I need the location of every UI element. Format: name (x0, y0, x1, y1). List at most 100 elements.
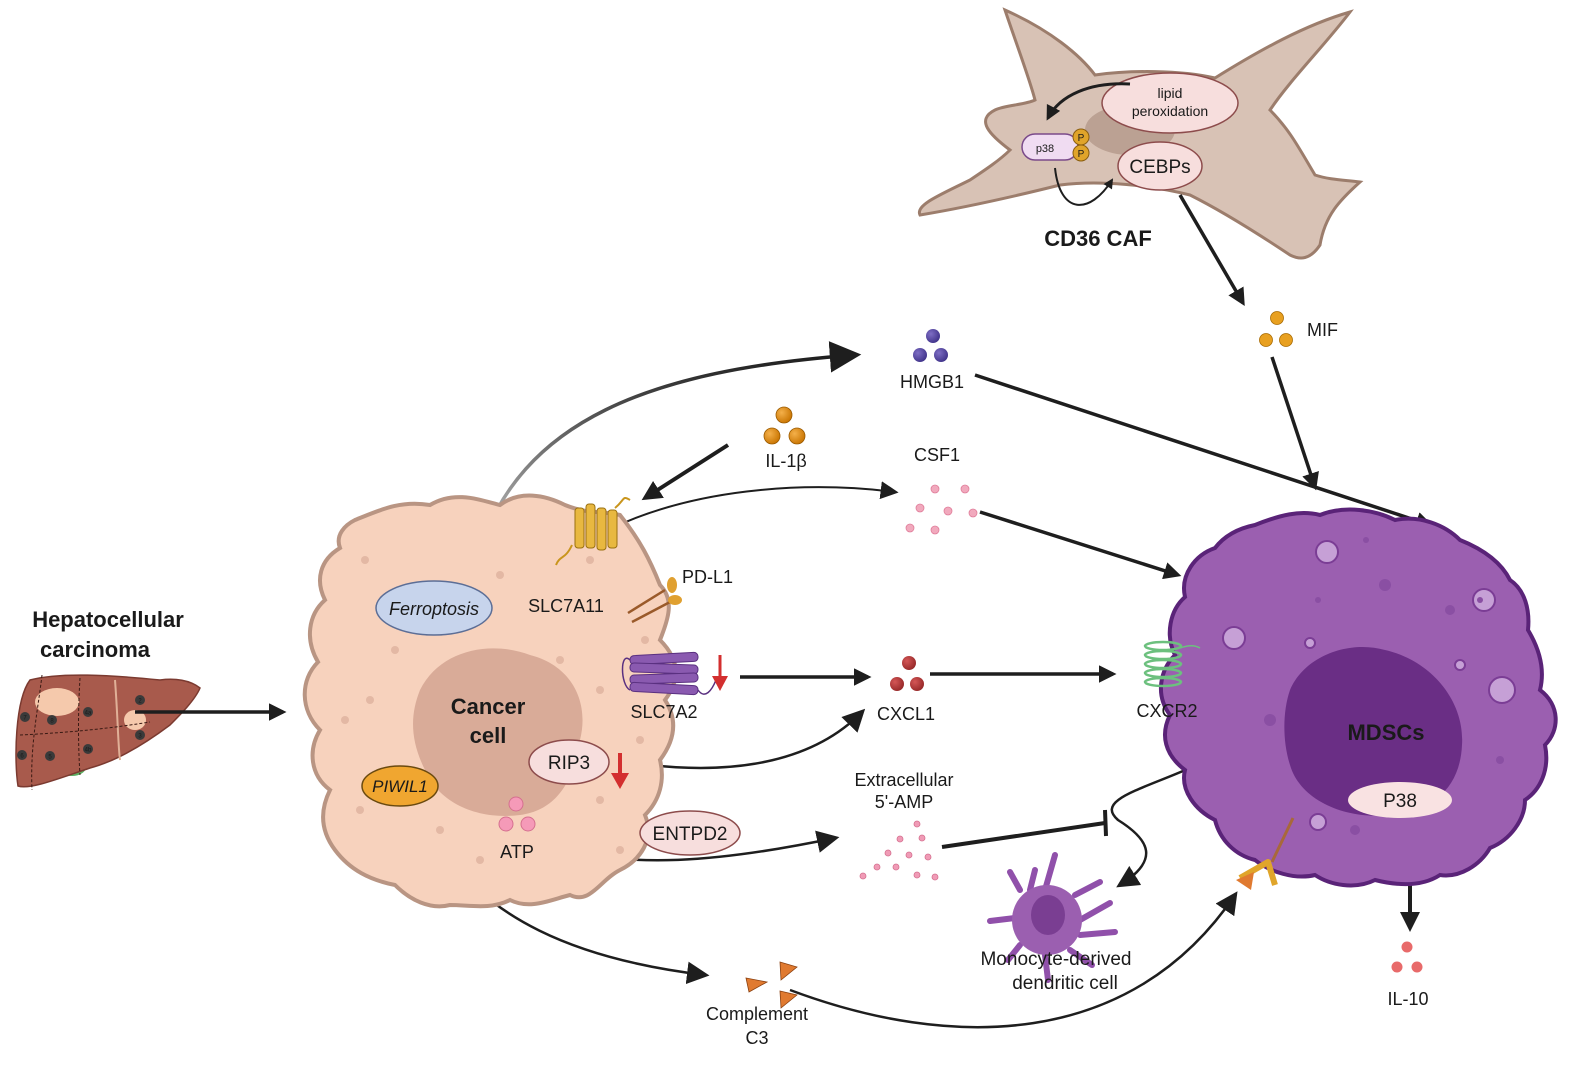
ferroptosis-label: Ferroptosis (389, 599, 479, 619)
arrow-caf-to-mif (1178, 194, 1245, 307)
modc-label-1: Monocyte-derived (980, 949, 1131, 970)
arrow-hmgb1-to-mdsc (974, 373, 1434, 529)
vesicle (1472, 588, 1496, 612)
entpd2-node (639, 810, 741, 856)
cebps-label: CEBPs (1129, 157, 1190, 178)
monocyte-derived-dendritic-cell (987, 852, 1118, 983)
arrow-lipid-to-p38 (1046, 82, 1131, 121)
mdsc-label: MDSCs (1347, 720, 1424, 745)
granule (436, 826, 444, 834)
liver-segment-label: 4b (85, 748, 92, 754)
p38-caf-label: p38 (1036, 143, 1054, 155)
atp-label: ATP (500, 842, 534, 862)
arrow-c3-to-receptor (789, 891, 1238, 1029)
granule (616, 846, 624, 854)
entpd2-label: ENTPD2 (653, 824, 728, 845)
arrow-mdsc-to-modc (1110, 766, 1191, 888)
vesicle (1496, 756, 1504, 764)
liver-segment-label: 2 (138, 699, 142, 705)
liver-ligament (114, 679, 121, 761)
granule (586, 556, 594, 564)
granule (476, 856, 484, 864)
il10-label: IL-10 (1387, 989, 1428, 1009)
lipid-peroxidation-node (1101, 72, 1239, 134)
atp-molecules (498, 796, 536, 832)
csf1-label: CSF1 (914, 445, 960, 465)
down-arrow-rip3 (611, 753, 629, 789)
mdsc-nucleus (1284, 646, 1463, 816)
liver-segment-label: 6 (20, 754, 24, 760)
caf-cell: lipid peroxidation p38 P P CEBPs CD36 CA… (917, 7, 1364, 260)
rip3-node (528, 739, 610, 785)
liver-title-2: carcinoma (40, 637, 151, 662)
vesicle (1309, 813, 1327, 831)
piwil1-node (361, 765, 439, 807)
vesicle (1454, 659, 1466, 671)
liver-segment-marker (47, 715, 57, 725)
phospho-1-label: P (1078, 133, 1085, 144)
granule (356, 806, 364, 814)
liver-title-1: Hepatocellular (32, 607, 184, 632)
il10-factor: IL-10 (1387, 941, 1429, 1009)
cancer-cell-label-2: cell (470, 723, 507, 748)
granule (636, 736, 644, 744)
lipid-label-1: lipid (1158, 85, 1183, 101)
ferroptosis-node (375, 580, 493, 636)
liver-segment-marker (17, 750, 27, 760)
vesicle (1264, 714, 1276, 726)
arrow-p38-to-cebps (1054, 167, 1114, 206)
c3-label-2: C3 (745, 1028, 768, 1048)
granule (366, 696, 374, 704)
piwil1-label: PIWIL1 (372, 777, 428, 796)
granule (341, 716, 349, 724)
mdsc-vesicles (1222, 537, 1516, 835)
c3-factor (745, 961, 798, 1009)
slc7a11-transporter (555, 497, 631, 566)
cytoplasm-granules (341, 556, 649, 864)
liver-segment-label: 3 (138, 734, 142, 740)
arrow-rip3-to-cxcl1 (649, 708, 866, 770)
p38-mdsc-label: P38 (1383, 791, 1417, 812)
complement-receptor (1236, 817, 1295, 890)
granule (641, 636, 649, 644)
mif-label: MIF (1307, 320, 1338, 340)
liver-segment-marker (135, 730, 145, 740)
rip3-label: RIP3 (548, 753, 590, 774)
slc7a11-label: SLC7A11 (528, 596, 604, 616)
p38-mdsc-node (1348, 782, 1452, 818)
liver-segment-marker (135, 695, 145, 705)
mif-factor: MIF (1259, 311, 1338, 347)
liver-segment-lines (19, 674, 151, 791)
arrow-il1b-to-slc7a11 (641, 443, 730, 501)
vesicle (1363, 537, 1369, 543)
hmgb1-factor: HMGB1 (900, 329, 964, 392)
liver-segment-label: 7 (23, 716, 27, 722)
liver-segment-label: 4a (85, 711, 92, 717)
cxcl1-label: CXCL1 (877, 704, 935, 724)
cxcr2-label: CXCR2 (1136, 701, 1197, 721)
arrow-mif-to-mdsc (1270, 356, 1319, 491)
slc7a2-transporter (621, 651, 717, 696)
granule (391, 646, 399, 654)
liver-segment-marker (20, 712, 30, 722)
liver-segment-marker (45, 751, 55, 761)
vesicle (1222, 626, 1246, 650)
vesicle (1488, 676, 1516, 704)
amp-label-1: Extracellular (854, 770, 953, 790)
modc-label-2: dendritic cell (1012, 973, 1118, 994)
arrow-csf1-to-mdsc (979, 510, 1182, 580)
cancer-cell: Cancer cell Ferroptosis SLC7A11 PD-L1 (302, 493, 741, 909)
c3-label-1: Complement (706, 1004, 808, 1024)
pdl1-label: PD-L1 (682, 567, 733, 587)
cancer-cell-label-1: Cancer (451, 694, 526, 719)
vesicle (1477, 597, 1483, 603)
pdl1-protein (627, 577, 682, 624)
down-arrow-slc7a2 (712, 655, 728, 691)
granule (496, 571, 504, 579)
vesicle (1315, 597, 1321, 603)
il1b-label: IL-1β (765, 451, 806, 471)
vesicle (1350, 825, 1360, 835)
